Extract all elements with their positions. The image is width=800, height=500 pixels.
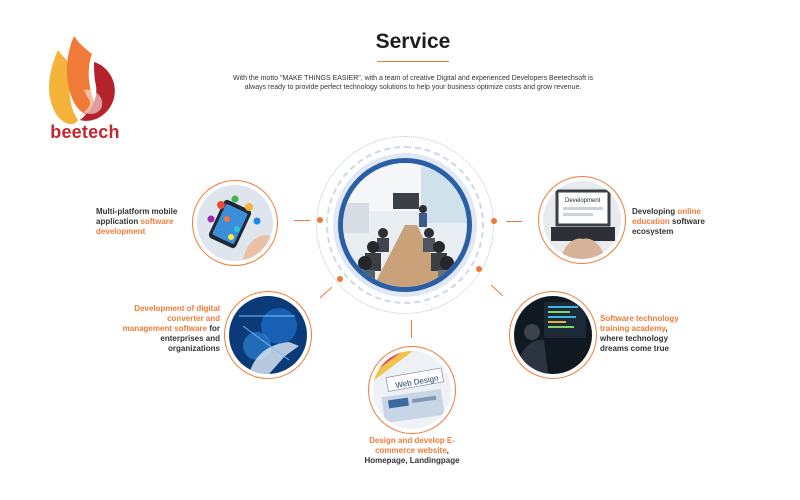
mobile-service-ring bbox=[192, 180, 278, 266]
beetech-logo[interactable] bbox=[44, 32, 124, 144]
education-label-suffix: software ecosystem bbox=[632, 217, 705, 236]
web-design-image[interactable]: Web Design bbox=[373, 351, 451, 429]
academy-label-suffix: , where technology dreams come true bbox=[600, 324, 669, 353]
connector-ecommerce bbox=[411, 320, 412, 338]
mobile-label-text: Multi-platform mobile application bbox=[96, 207, 178, 226]
ecommerce-service-ring bbox=[368, 346, 456, 434]
connector-dot-mobile bbox=[317, 217, 323, 223]
digital-label-suffix: for enterprises and organizations bbox=[160, 324, 220, 353]
academy-service-ring bbox=[509, 291, 597, 379]
academy-label-highlight: Software technology training academy bbox=[600, 314, 679, 333]
page-title: Service bbox=[375, 30, 451, 53]
ecommerce-label-highlight: Design and develop E-commerce website bbox=[369, 436, 455, 455]
online-education-image[interactable]: Development bbox=[543, 181, 621, 259]
education-service-label: Developing online education software eco… bbox=[632, 207, 720, 237]
ecommerce-service-label: Design and develop E-commerce website, H… bbox=[358, 436, 466, 466]
connector-digital bbox=[319, 286, 333, 299]
education-screen-caption: Development bbox=[565, 198, 601, 204]
brand-name: beetech bbox=[50, 122, 120, 142]
education-label-text: Developing bbox=[632, 207, 678, 216]
digital-converter-image[interactable] bbox=[229, 296, 307, 374]
center-outer-dotted-ring bbox=[316, 136, 494, 314]
training-academy-image[interactable] bbox=[514, 296, 592, 374]
page-subtitle: With the motto "MAKE THINGS EASIER", wit… bbox=[232, 75, 594, 91]
ecommerce-label-suffix: , Homepage, Landingpage bbox=[364, 446, 460, 465]
connector-academy bbox=[490, 284, 504, 297]
digital-service-ring bbox=[224, 291, 312, 379]
meeting-room-image bbox=[343, 163, 467, 287]
digital-label-highlight: Development of digital converter and man… bbox=[122, 304, 220, 333]
connector-dot-digital bbox=[337, 276, 343, 282]
connector-education bbox=[506, 221, 522, 222]
title-underline bbox=[377, 61, 449, 62]
mobile-app-image[interactable] bbox=[197, 185, 273, 261]
mobile-label-highlight: software development bbox=[96, 217, 174, 236]
education-service-ring bbox=[538, 176, 626, 264]
education-label-highlight: online education bbox=[632, 207, 701, 226]
connector-mobile bbox=[294, 220, 310, 221]
mobile-service-label: Multi-platform mobile application softwa… bbox=[96, 207, 192, 237]
digital-service-label: Development of digital converter and man… bbox=[118, 304, 220, 354]
connector-dot-education bbox=[491, 218, 497, 224]
academy-service-label: Software technology training academy, wh… bbox=[600, 314, 692, 354]
connector-dot-academy bbox=[476, 266, 482, 272]
center-dashed-ring bbox=[326, 146, 484, 304]
